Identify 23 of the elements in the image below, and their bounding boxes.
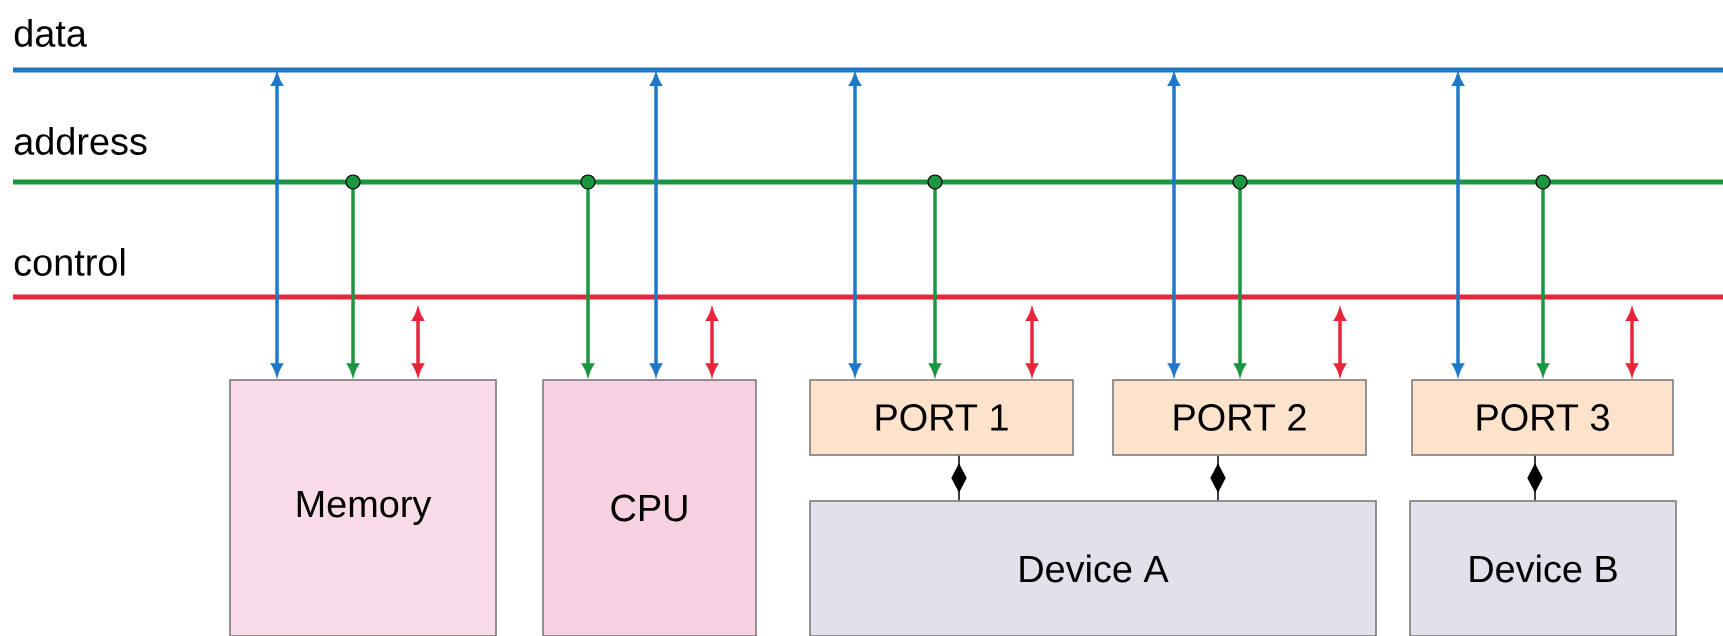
arrow <box>927 174 943 376</box>
arrow <box>345 174 361 376</box>
port-box: PORT 1 <box>809 379 1074 456</box>
component-box: Memory <box>229 379 497 636</box>
arrow <box>1452 74 1464 376</box>
arrow <box>580 174 596 376</box>
component-box: Device A <box>809 500 1377 636</box>
component-box: CPU <box>542 379 757 636</box>
bus-line: address <box>13 127 1723 185</box>
arrow <box>650 74 662 376</box>
bus-line: control <box>13 248 1723 300</box>
arrow <box>271 74 283 376</box>
arrow <box>1232 174 1248 376</box>
port-box: PORT 2 <box>1112 379 1367 456</box>
connector <box>1527 455 1543 501</box>
arrow <box>1168 74 1180 376</box>
connector <box>1210 455 1226 501</box>
port-box: PORT 3 <box>1411 379 1674 456</box>
connector <box>951 455 967 501</box>
arrow <box>1535 174 1551 376</box>
arrow <box>849 74 861 376</box>
bus-line: data <box>13 19 1723 73</box>
component-box: Device B <box>1409 500 1677 636</box>
